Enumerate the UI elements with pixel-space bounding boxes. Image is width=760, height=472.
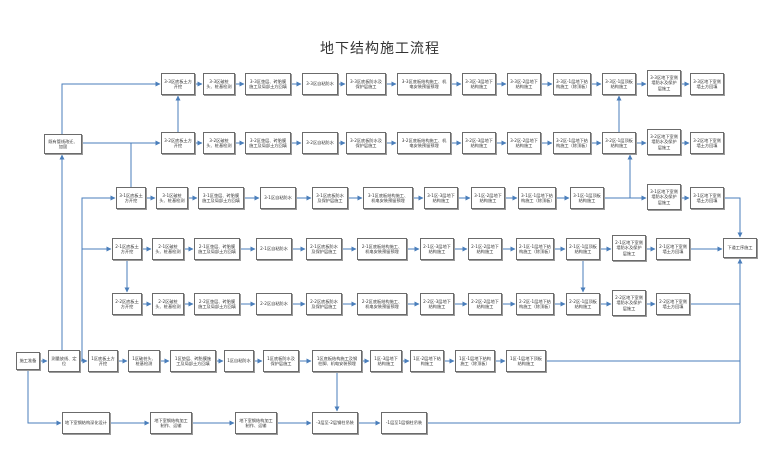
flow-node-n3-1-8: 3-1区-2层地下结构施工	[471, 187, 505, 209]
flow-node-n2-2-8: 2-2区-2层地下结构施工	[468, 293, 502, 315]
flow-node-n-steel-col32: -3层至-2层钢柱吊装	[312, 412, 358, 434]
flow-node-n2-1-3: 2-1区垫层、砖胎膜施工及局部土方回填	[194, 238, 240, 260]
flow-node-n2-2-3: 2-2区垫层、砖胎膜施工及局部土方回填	[194, 293, 240, 315]
flow-node-n-steel-col1: -1层至1层钢柱吊装	[381, 412, 427, 434]
flow-node-n2-2-11: 2-2区地下室侧墙防水及保护层施工	[612, 290, 646, 316]
flow-node-n3-3-7: 3-3区-3层地下结构施工	[462, 73, 496, 95]
flow-node-n3-1-4: 3-1区自粘防水	[260, 187, 296, 209]
flow-node-n1-9: 1区-1层地下结构施工（除顶板）	[455, 350, 495, 372]
flow-node-n3-1-3: 3-1区垫层、砖胎膜施工及局部土方回填	[198, 187, 244, 209]
flow-node-n2-1-10: 2-1区-1层顶板结构施工	[566, 238, 600, 260]
flow-node-n3-1-6: 3-1区底板结构施工、机电安装预留预埋	[363, 187, 413, 209]
flow-node-n3-1-7: 3-1区-3层地下结构施工	[424, 187, 458, 209]
flow-node-n2-1-11: 2-1区地下室侧墙防水及保护层施工	[612, 235, 646, 261]
flow-node-n3-3-10: 3-3区-1层顶板结构施工	[602, 73, 636, 95]
flow-node-n-pipe: 既有管线改迁、加固	[44, 134, 82, 154]
flow-node-n2-1-9: 2-1区-1层地下结构施工（除顶板）	[516, 238, 554, 260]
page-title: 地下结构施工流程	[320, 41, 440, 57]
flow-node-n3-3-6: 3-3区底板结构施工、机电安装预留预埋	[397, 73, 451, 95]
flow-node-n1-2: 1区破桩头、桩基检测	[128, 350, 160, 372]
flow-node-n3-2-5: 3-2区底板防水及保护层施工	[346, 132, 386, 154]
flow-node-n2-2-10: 2-2区-1层顶板结构施工	[566, 293, 600, 315]
flow-node-n3-2-2: 3-2区破桩头、桩基检测	[203, 132, 235, 154]
flow-node-n2-1-1: 2-1区底板土方开挖	[112, 238, 142, 260]
flow-node-n2-2-5: 2-2区底板防水及保护层施工	[306, 293, 342, 315]
flow-node-n3-3-11: 3-3区地下室侧墙防水及保护层施工	[647, 70, 681, 96]
flow-node-n3-1-5: 3-1区底板防水及保护层施工	[312, 187, 348, 209]
flow-node-n3-2-1: 3-2区底板土方开挖	[161, 132, 195, 154]
flow-node-n3-1-10: 3-1区-1层顶板结构施工	[570, 187, 604, 209]
flow-node-n3-2-4: 3-2区自粘防水	[302, 132, 338, 154]
flow-node-n2-1-2: 2-1区破桩头、桩基检测	[152, 238, 184, 260]
flow-node-n-steel-fab2: 地下室钢结构加工制作、运输	[235, 412, 277, 434]
flow-node-n3-3-2: 3-3区破桩头、桩基检测	[203, 73, 235, 95]
flow-node-n2-2-4: 2-2区自粘防水	[256, 293, 292, 315]
flow-node-n1-3: 1区垫层、砖胎膜施工及局部土方回填	[170, 350, 216, 372]
flow-node-n1-1: 1区底板土方开挖	[88, 350, 118, 372]
flow-node-n3-2-3: 3-2区垫层、砖胎膜施工及局部土方回填	[245, 132, 291, 154]
flow-node-n3-2-7: 3-2区-3层地下结构施工	[462, 132, 496, 154]
flow-node-n3-2-9: 3-2区-1层地下结构施工（除顶板）	[553, 132, 591, 154]
flow-node-n2-1-4: 2-1区自粘防水	[256, 238, 292, 260]
flow-node-n3-1-2: 3-1区破桩头、桩基检测	[156, 187, 188, 209]
flow-node-n3-1-1: 3-1区底板土方开挖	[116, 187, 146, 209]
flow-node-n3-3-3: 3-3区垫层、砖胎膜施工及局部土方回填	[245, 73, 291, 95]
flow-node-n1-10: 1区-1层地下顶板结构施工	[506, 350, 546, 372]
flow-node-n2-1-7: 2-1区-3层地下结构施工	[420, 238, 454, 260]
flow-node-n3-3-12: 3-3区地下室侧墙土方回填	[690, 73, 724, 95]
flow-node-n3-3-8: 3-3区-2层地下结构施工	[507, 73, 541, 95]
flow-node-n-survey: 测量放线、定位	[48, 350, 80, 372]
flow-node-n3-2-12: 3-2区地下室侧墙土方回填	[690, 132, 724, 154]
flow-node-n-prep: 施工准备	[16, 352, 40, 370]
flow-node-n3-2-8: 3-2区-2层地下结构施工	[507, 132, 541, 154]
flow-node-n1-8: 1区-2层地下结构施工	[410, 350, 444, 372]
flow-node-n1-7: 1区-3层地下结构施工	[370, 350, 402, 372]
flow-node-n3-2-10: 3-2区-1层顶板结构施工	[602, 132, 636, 154]
flow-node-n3-3-9: 3-3区-1层地下结构施工（除顶板）	[553, 73, 591, 95]
flow-node-n2-2-6: 2-2区底板结构施工、机电安装预留预埋	[357, 293, 407, 315]
flow-node-n1-4: 1区自粘防水	[224, 350, 254, 372]
flow-node-n2-1-5: 2-1区底板防水及保护层施工	[306, 238, 342, 260]
flow-node-n2-1-8: 2-1区-2层地下结构施工	[468, 238, 502, 260]
flow-node-n2-2-1: 2-2区底板土方开挖	[112, 293, 142, 315]
flow-node-n2-2-2: 2-2区破桩头、桩基检测	[152, 293, 184, 315]
flow-node-n-steel-fab: 地下室钢结构加工制作、运输	[150, 412, 192, 434]
flow-node-n3-1-9: 3-1区-1层地下结构施工（除顶板）	[518, 187, 556, 209]
flow-node-n2-1-12: 2-1区地下室侧墙土方回填	[656, 238, 690, 260]
flow-node-n3-3-5: 3-3区底板防水及保护层施工	[346, 73, 386, 95]
flow-node-n3-2-11: 3-2区地下室侧墙防水及保护层施工	[647, 129, 681, 155]
flow-node-n3-1-11: 3-1区地下室侧墙防水及保护层施工	[647, 184, 681, 210]
flow-node-n1-6: 1区底板结构施工及钢柱脚、机电安装预埋	[312, 350, 362, 372]
flow-node-n1-5: 1区底板防水及保护层施工	[263, 350, 299, 372]
flow-node-n3-3-4: 3-3区自粘防水	[302, 73, 338, 95]
flow-node-n-steel-design: 地下室钢结构深化设计	[62, 412, 110, 434]
flow-node-n2-2-9: 2-2区-1层地下结构施工（除顶板）	[516, 293, 554, 315]
flow-node-n2-2-12: 2-2区地下室侧墙土方回填	[656, 293, 690, 315]
flow-node-n2-1-6: 2-1区底板结构施工、机电安装预留预埋	[357, 238, 407, 260]
flow-node-n-next: 下道工序施工	[723, 238, 757, 258]
flow-node-n3-1-12: 3-1区地下室侧墙土方回填	[690, 187, 724, 209]
flow-node-n3-2-6: 3-2区底板结构施工、机电安装预留预埋	[397, 132, 451, 154]
flow-node-n3-3-1: 3-3区底板土方开挖	[161, 73, 195, 95]
flow-node-n2-2-7: 2-2区-3层地下结构施工	[420, 293, 454, 315]
